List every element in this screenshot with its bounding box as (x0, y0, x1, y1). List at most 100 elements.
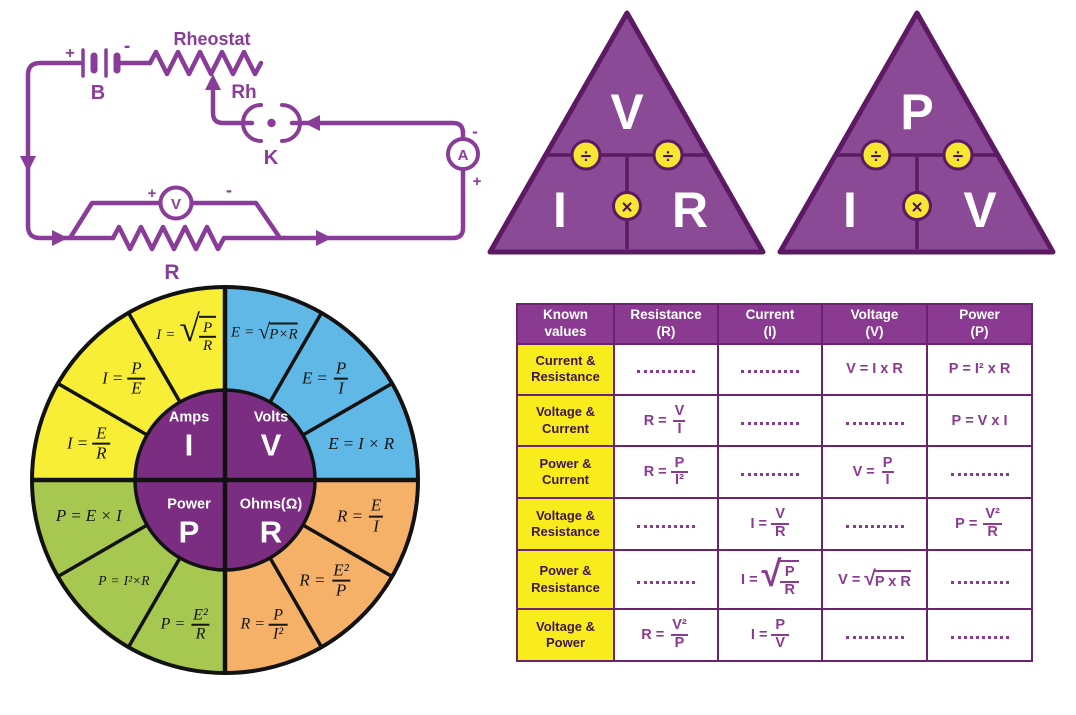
square-root: √P x R (864, 566, 911, 590)
wheel-segment-divider (302, 381, 393, 437)
formula (950, 636, 1009, 640)
key-label: K (264, 147, 279, 169)
battery-label: B (91, 82, 105, 104)
blank-dots (637, 525, 695, 529)
divide-circle-icon (570, 139, 602, 171)
formula (637, 580, 695, 584)
square-root: √P×R (258, 319, 298, 344)
table-cell (821, 497, 928, 551)
arrowhead-right-bottom-left (52, 230, 68, 246)
wheel-center-label-R: Ohms(Ω)R (239, 496, 303, 549)
multiply-icon: × (621, 198, 632, 219)
row-label: Voltage &Resistance (516, 497, 615, 551)
blank-dots (741, 421, 799, 425)
formula: P=E × I (55, 506, 122, 526)
ammeter-icon (446, 137, 480, 171)
divide-icon: ÷ (871, 147, 881, 168)
piv-triangle: P I V ÷ ÷ × (777, 10, 1056, 255)
triangle-left-letter: I (553, 182, 567, 238)
wire-bottom-left (25, 223, 116, 241)
resistor-zigzag (110, 224, 287, 252)
table-cell: P=V x I (926, 393, 1033, 448)
row-label: Voltage &Power (516, 608, 615, 662)
table-cell (821, 608, 928, 662)
table-cell (717, 343, 823, 396)
table-cell (926, 548, 1033, 611)
battery-plus-sign: + (65, 45, 74, 62)
triangle-body (777, 10, 1056, 255)
rheostat-wiper-label: Rh (231, 82, 256, 103)
rheostat-wiper-wire (210, 83, 255, 126)
ammeter-letter: A (458, 147, 469, 164)
formula (845, 421, 904, 425)
blank-dots (741, 370, 799, 374)
voltmeter-minus-sign: - (226, 180, 232, 200)
voltmeter-plus-sign: + (148, 185, 157, 202)
table-cell (926, 608, 1033, 662)
circuit-diagram: + - B Rheostat Rh K A - + V + - R (20, 29, 482, 284)
row-label: Current &Resistance (516, 343, 615, 396)
table-cell: P=I² x R (926, 343, 1033, 396)
formula (845, 636, 904, 640)
table-cell (613, 548, 719, 611)
triangle-left-letter: I (843, 182, 857, 238)
ohms-law-wheel (30, 285, 420, 675)
arrowhead-down-left-wire (20, 156, 36, 172)
blank-dots (845, 636, 904, 640)
wire-key-to-ammeter (289, 120, 466, 142)
voltmeter-branch-right (189, 200, 283, 241)
wire-left-and-top (25, 60, 83, 229)
arrowhead-left-top-wire (304, 115, 320, 131)
divide-icon: ÷ (663, 147, 673, 168)
blank-dots (845, 421, 904, 425)
blank-dots (950, 580, 1009, 584)
voltmeter-branch-left (67, 200, 163, 241)
triangle-body (487, 10, 766, 255)
blank-dots (741, 473, 799, 477)
wheel-formula-voltage-2: E=I × R (328, 434, 394, 454)
wheel-formula-voltage-0: E=√P×R (231, 319, 298, 344)
wheel-segment-divider (126, 557, 182, 648)
wheel-segment-divider (126, 312, 182, 403)
wiper-arrowhead-up (205, 74, 221, 90)
multiply-circle-icon (902, 191, 932, 221)
wheel-outer-rim (30, 285, 420, 675)
wheel-segment-divider (302, 523, 393, 579)
